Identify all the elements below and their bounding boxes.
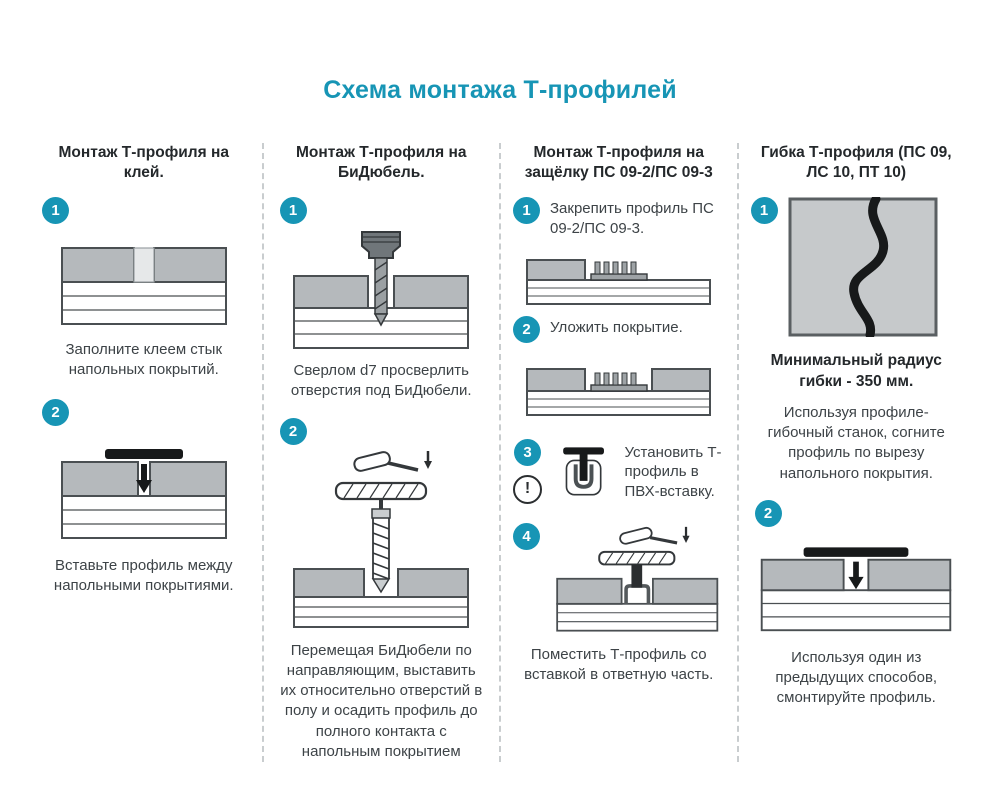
- column-bidowel-header: Монтаж Т-профиля на БиДюбель.: [296, 144, 467, 181]
- warning-icon: !: [513, 474, 542, 504]
- latch-fixed-diagram: [526, 259, 712, 305]
- hammer-assembly-diagram: [556, 526, 719, 632]
- bending-step2-caption: Используя один из предыдущих способов, с…: [775, 648, 938, 707]
- step-badge-1: 1: [42, 197, 69, 224]
- step3-badge-group: 3 !: [513, 438, 542, 504]
- latch-step3-row: 3 ! Установить Т-профиль в ПВХ-вставку.: [513, 427, 725, 515]
- glue-step1-caption: Заполните клеем стык напольных покрытий.: [65, 341, 223, 379]
- latch-step2-caption: Уложить покрытие.: [550, 319, 683, 336]
- column-latch-header: Монтаж Т-профиля на защёлку ПС 09-2/ПС 0…: [524, 144, 713, 181]
- pvc-insert-diagram: [563, 447, 604, 496]
- mounted-profile-diagram: [761, 547, 952, 632]
- column-glue: Монтаж Т-профиля на клей. 1 Заполните кл…: [26, 143, 262, 762]
- drill-diagram: [293, 231, 470, 349]
- step-badge-2: 2: [42, 398, 69, 426]
- column-bidowel: Монтаж Т-профиля на БиДюбель. 1 Сверлом …: [261, 143, 500, 762]
- latch-step1-caption: Закрепить профиль ПС 09-2/ПС 09-3.: [550, 200, 714, 237]
- glue-gap-diagram: [60, 247, 227, 325]
- profile-insert-diagram: [60, 448, 227, 539]
- bend-curve-diagram: [788, 197, 937, 337]
- latch-step4-row: 4: [513, 523, 725, 639]
- latch-step4-caption: Поместить Т-профиль со вставкой в ответн…: [524, 646, 714, 684]
- latch-step3-caption: Установить Т-профиль в ПВХ-вставку.: [624, 443, 722, 500]
- bending-step1-caption: Используя профиле-гибочный станок, согни…: [767, 403, 945, 482]
- covering-laid-diagram: [526, 368, 712, 416]
- step-badge-1: 1: [279, 197, 307, 224]
- bidowel-hammer-diagram: [293, 450, 470, 628]
- step-badge-2: 2: [754, 499, 782, 527]
- column-latch: Монтаж Т-профиля на защёлку ПС 09-2/ПС 0…: [499, 143, 737, 762]
- column-bending-header: Гибка Т-профиля (ПС 09, ЛС 10, ПТ 10): [760, 144, 952, 181]
- page-title: Схема монтажа Т-профилей: [323, 76, 677, 104]
- step-badge-2: 2: [279, 417, 307, 445]
- column-glue-header: Монтаж Т-профиля на клей.: [58, 144, 229, 181]
- columns-container: Монтаж Т-профиля на клей. 1 Заполните кл…: [0, 143, 1000, 762]
- bend-radius-note: Минимальный радиус гибки - 350 мм.: [770, 352, 942, 390]
- step-badge-1: 1: [513, 197, 540, 224]
- bidowel-step1-caption: Сверлом d7 просверлить отверстия под БиД…: [290, 362, 472, 400]
- step-badge-2: 2: [513, 316, 540, 343]
- latch-step2-row: 2 Уложить покрытие.: [513, 316, 725, 343]
- column-bending: Гибка Т-профиля (ПС 09, ЛС 10, ПТ 10) 1 …: [736, 143, 975, 762]
- bending-step1-row: 1: [750, 197, 963, 337]
- latch-step1-row: 1 Закрепить профиль ПС 09-2/ПС 09-3.: [513, 197, 725, 238]
- step-badge-1: 1: [750, 197, 778, 224]
- step-badge-3: 3: [514, 438, 541, 466]
- bidowel-step2-caption: Перемещая БиДюбели по направляющим, выст…: [280, 641, 483, 760]
- step-badge-4: 4: [513, 523, 540, 550]
- glue-step2-caption: Вставьте профиль между напольными покрыт…: [53, 556, 234, 594]
